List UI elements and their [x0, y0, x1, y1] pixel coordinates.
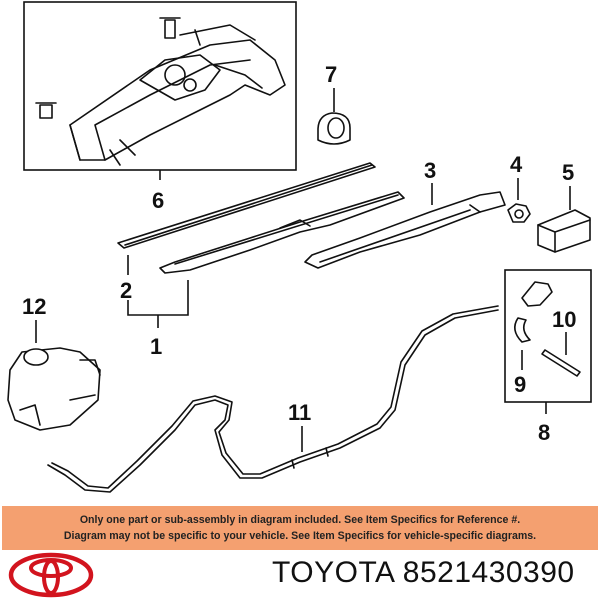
disclaimer-banner: Only one part or sub-assembly in diagram…	[2, 506, 598, 550]
callout-1: 1	[150, 334, 162, 359]
callout-9: 9	[514, 372, 526, 397]
wiper-blade-insert	[117, 162, 376, 249]
callout-4: 4	[510, 152, 523, 177]
callout-10: 10	[552, 307, 576, 332]
wiper-motor-assembly	[23, 1, 297, 171]
brand-name: TOYOTA	[272, 556, 394, 589]
callout-12: 12	[22, 294, 46, 319]
disclaimer-line-2: Diagram may not be specific to your vehi…	[63, 530, 537, 542]
washer-hose	[47, 305, 499, 493]
grommet: 7	[317, 62, 351, 145]
arm-cap: 5	[537, 160, 591, 253]
callout-5: 5	[562, 160, 574, 185]
callout-2: 2	[120, 278, 132, 303]
washer-reservoir: 12	[7, 294, 101, 431]
callout-11: 11	[288, 400, 311, 425]
callout-6: 6	[152, 188, 164, 213]
nozzle-kit: 10 9	[504, 269, 592, 403]
wiper-blade	[159, 191, 405, 274]
disclaimer-line-1: Only one part or sub-assembly in diagram…	[79, 514, 521, 526]
part-number: 8521430390	[402, 556, 575, 589]
callout-7: 7	[325, 62, 337, 87]
parts-diagram: 6 7 2 1 3 4 5	[7, 1, 592, 493]
callout-3: 3	[424, 158, 436, 183]
nut: 4	[507, 152, 531, 223]
toyota-logo-icon	[8, 552, 94, 598]
wiper-arm: 3	[304, 158, 506, 269]
callout-8: 8	[538, 420, 550, 445]
brand-label: TOYOTA 8521430390	[272, 556, 575, 590]
